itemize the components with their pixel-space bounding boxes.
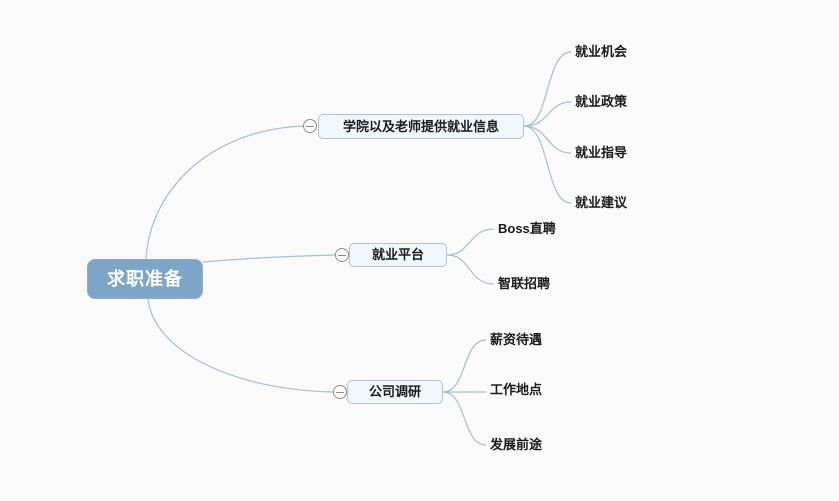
leaf-topic-work-location[interactable]: 工作地点 bbox=[490, 382, 543, 397]
connector-root-branch3 bbox=[147, 298, 334, 393]
leaf-topic-development-prospects[interactable]: 发展前途 bbox=[490, 437, 543, 452]
branch-topic-job-platform[interactable]: 就业平台 bbox=[349, 243, 447, 267]
leaf-topic-job-opportunities[interactable]: 就业机会 bbox=[575, 44, 628, 59]
minus-icon bbox=[306, 125, 314, 127]
branch-topic-company-research[interactable]: 公司调研 bbox=[347, 380, 443, 404]
connector-root-branch1 bbox=[145, 125, 304, 260]
connector-branch3-leaf1 bbox=[442, 339, 487, 393]
root-topic[interactable]: 求职准备 bbox=[87, 259, 203, 299]
leaf-topic-career-advice[interactable]: 就业建议 bbox=[575, 195, 628, 210]
connector-branch2-leaf2 bbox=[446, 254, 495, 285]
collapse-button-branch3[interactable] bbox=[333, 385, 347, 399]
leaf-topic-boss-zhipin[interactable]: Boss直聘 bbox=[498, 221, 556, 236]
minus-icon bbox=[336, 391, 344, 393]
collapse-button-branch1[interactable] bbox=[303, 119, 317, 133]
connector-root-branch2 bbox=[202, 254, 336, 263]
connector-branch1-leaf3 bbox=[523, 125, 572, 154]
leaf-topic-career-guidance[interactable]: 就业指导 bbox=[575, 145, 628, 160]
collapse-button-branch2[interactable] bbox=[335, 248, 349, 262]
minus-icon bbox=[338, 254, 346, 256]
connector-branch1-leaf4 bbox=[523, 125, 572, 204]
connector-branch2-leaf1 bbox=[446, 228, 495, 256]
connector-branch1-leaf1 bbox=[523, 51, 572, 127]
leaf-topic-salary[interactable]: 薪资待遇 bbox=[490, 332, 543, 347]
branch-topic-employment-info[interactable]: 学院以及老师提供就业信息 bbox=[318, 114, 524, 139]
connector-branch3-leaf3 bbox=[442, 391, 487, 446]
connector-branch1-leaf2 bbox=[523, 101, 572, 127]
leaf-topic-zhilian-zhaopin[interactable]: 智联招聘 bbox=[498, 276, 551, 291]
leaf-topic-employment-policy[interactable]: 就业政策 bbox=[575, 94, 628, 109]
